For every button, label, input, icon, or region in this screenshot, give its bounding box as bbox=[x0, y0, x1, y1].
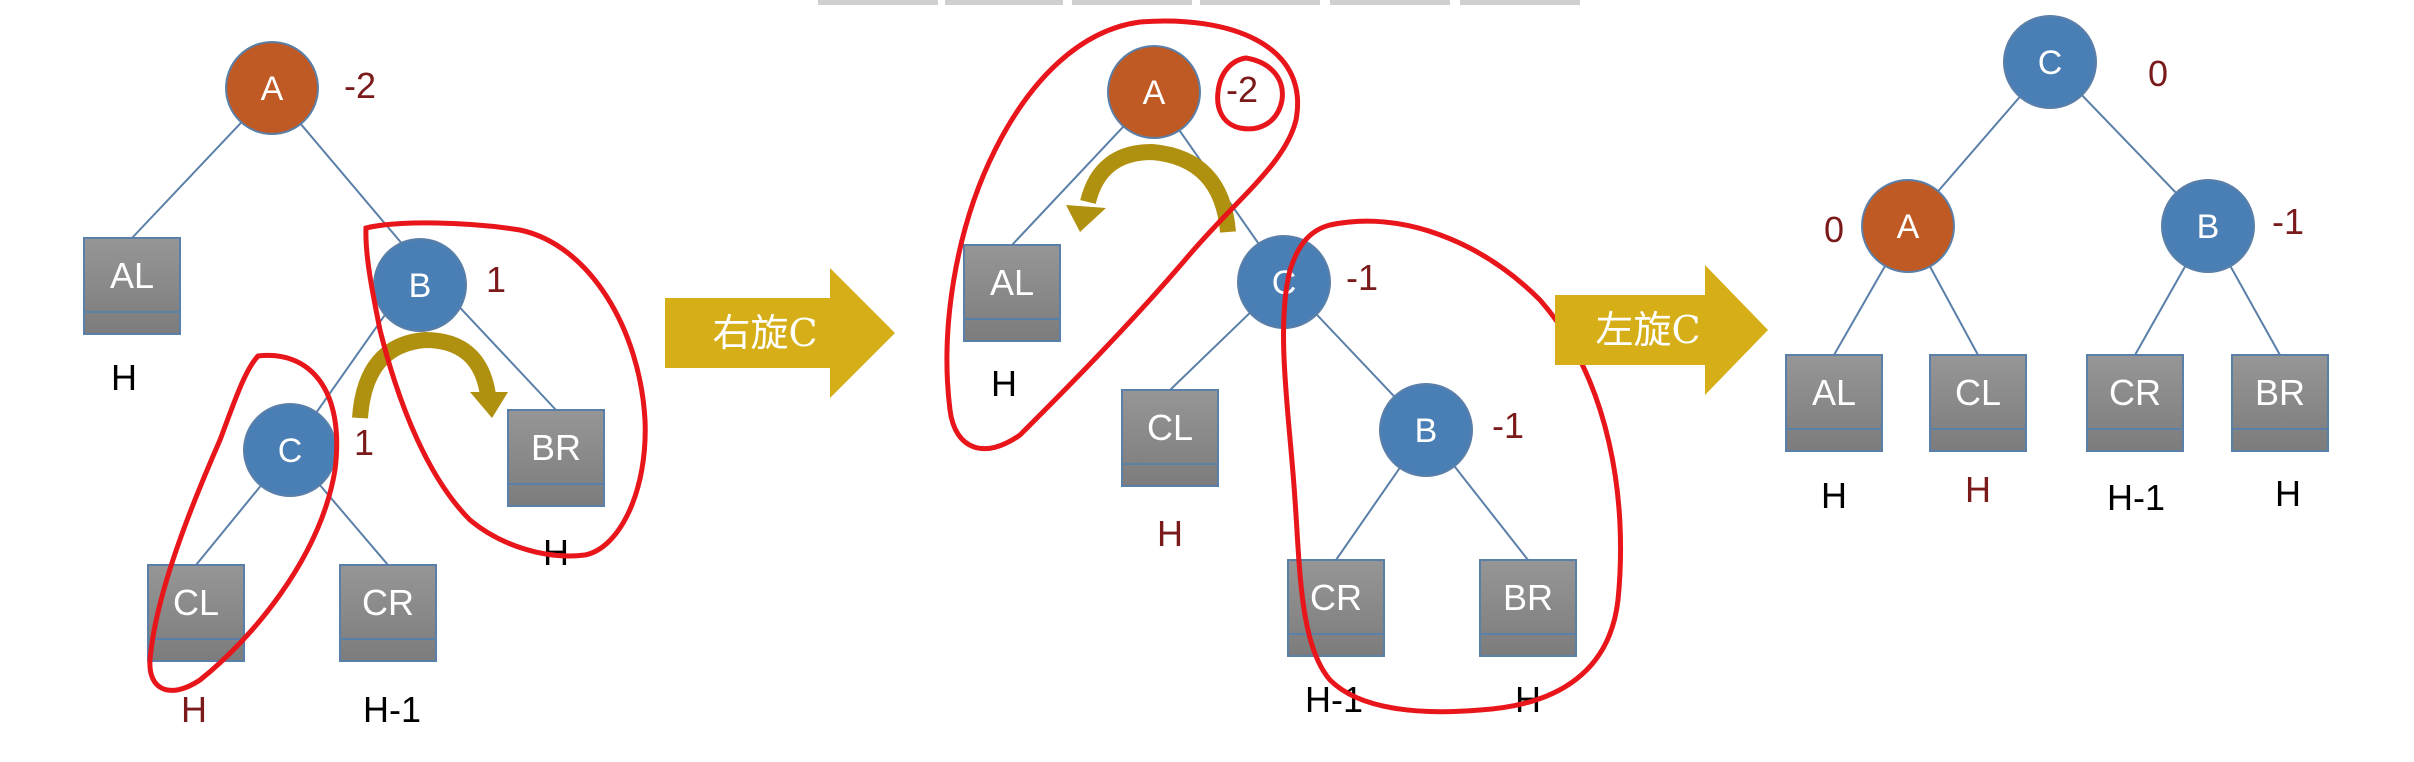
node-label-b: B bbox=[1415, 412, 1438, 450]
subtree-label-cr: CR bbox=[1310, 577, 1362, 618]
subtree-label-br: BR bbox=[531, 427, 581, 468]
height-cl: H bbox=[181, 689, 207, 730]
height-cl: H bbox=[1157, 513, 1183, 554]
arrow-2-label: 左旋C bbox=[1595, 308, 1700, 352]
subtree-box-al: AL bbox=[1785, 354, 1883, 452]
node-c: C bbox=[243, 403, 337, 497]
balance-b: -1 bbox=[2272, 201, 2304, 242]
node-label-b: B bbox=[2197, 208, 2220, 246]
rotation-curve-arrow bbox=[352, 331, 508, 419]
subtree-label-cl: CL bbox=[1955, 372, 2001, 413]
node-a: A bbox=[1861, 179, 1955, 273]
balance-a: -2 bbox=[1226, 69, 1258, 110]
node-b: B bbox=[373, 238, 467, 332]
panel-2-middle: AL CL CR BR A C bbox=[944, 18, 1624, 720]
height-br: H bbox=[2275, 473, 2301, 514]
node-b: B bbox=[2161, 179, 2255, 273]
subtree-box-al: AL bbox=[963, 244, 1061, 342]
subtree-label-cr: CR bbox=[362, 582, 414, 623]
transition-arrow-2: 左旋C bbox=[1555, 265, 1768, 395]
balance-b: -1 bbox=[1492, 405, 1524, 446]
subtree-label-br: BR bbox=[2255, 372, 2305, 413]
height-cl: H bbox=[1965, 469, 1991, 510]
height-cr: H-1 bbox=[363, 689, 421, 730]
balance-c: 0 bbox=[2148, 53, 2168, 94]
panel-3-after: AL CL CR BR C A B 0 0 bbox=[1785, 15, 2329, 518]
subtree-label-br: BR bbox=[1503, 577, 1553, 618]
height-al: H bbox=[111, 357, 137, 398]
annotation-marks bbox=[147, 220, 648, 693]
subtree-box-cr: CR bbox=[339, 564, 437, 662]
subtree-label-cl: CL bbox=[1147, 407, 1193, 448]
node-a: A bbox=[225, 41, 319, 135]
node-c: C bbox=[2003, 15, 2097, 109]
balance-a: -2 bbox=[344, 65, 376, 106]
height-al: H bbox=[991, 363, 1017, 404]
subtree-box-br: BR bbox=[1479, 559, 1577, 657]
node-label-c: C bbox=[2038, 44, 2063, 82]
subtree-box-cl: CL bbox=[1121, 389, 1219, 487]
height-cr: H-1 bbox=[2107, 477, 2165, 518]
subtree-box-al: AL bbox=[83, 237, 181, 335]
transition-arrow-1: 右旋C bbox=[665, 268, 895, 398]
top-toolbar-fragment bbox=[818, 0, 1580, 5]
node-label-a: A bbox=[1143, 74, 1166, 112]
node-label-b: B bbox=[409, 267, 432, 305]
height-al: H bbox=[1821, 475, 1847, 516]
subtree-box-br: BR bbox=[2231, 354, 2329, 452]
node-b: B bbox=[1379, 383, 1473, 477]
subtree-box-br: BR bbox=[507, 409, 605, 507]
subtree-box-cl: CL bbox=[147, 564, 245, 662]
balance-a: 0 bbox=[1824, 209, 1844, 250]
balance-c: -1 bbox=[1346, 257, 1378, 298]
node-label-c: C bbox=[278, 432, 303, 470]
rotation-curve-arrow bbox=[1066, 143, 1236, 233]
panel-1-before: AL BR CL CR A B bbox=[83, 41, 648, 730]
subtree-label-cr: CR bbox=[2109, 372, 2161, 413]
subtree-label-al: AL bbox=[990, 262, 1034, 303]
balance-c: 1 bbox=[354, 422, 374, 463]
subtree-box-cl: CL bbox=[1929, 354, 2027, 452]
subtree-label-al: AL bbox=[1812, 372, 1856, 413]
arrow-1-label: 右旋C bbox=[712, 311, 817, 355]
subtree-label-al: AL bbox=[110, 255, 154, 296]
balance-b: 1 bbox=[486, 259, 506, 300]
node-label-a: A bbox=[1897, 208, 1920, 246]
subtree-box-cr: CR bbox=[2086, 354, 2184, 452]
node-a: A bbox=[1107, 45, 1201, 139]
annotation-marks bbox=[944, 18, 1624, 715]
node-label-a: A bbox=[261, 70, 284, 108]
subtree-label-cl: CL bbox=[173, 582, 219, 623]
